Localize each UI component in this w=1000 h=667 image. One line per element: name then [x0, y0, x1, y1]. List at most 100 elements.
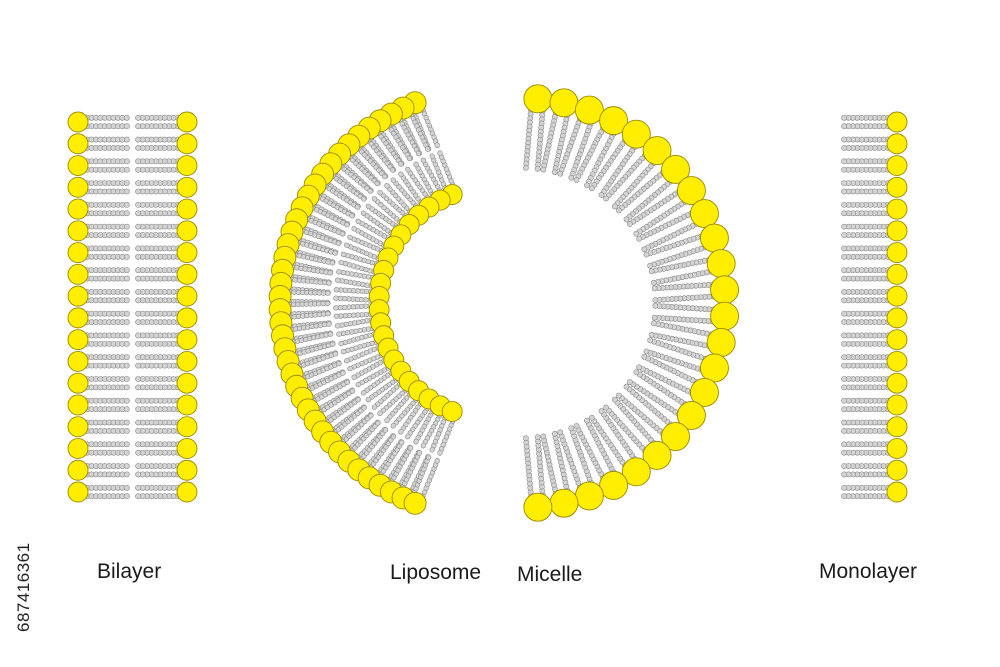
liposome-inner-lipid: [343, 234, 399, 269]
lipid-head: [176, 459, 198, 481]
liposome-outer-lipid: [285, 360, 346, 398]
lipid-head: [549, 488, 579, 518]
bilayer-lipid-left: [67, 394, 130, 416]
lipid-head: [67, 111, 89, 133]
micelle-lipid: [627, 176, 706, 237]
lipid-head: [176, 176, 198, 198]
lipid-head: [176, 111, 198, 133]
liposome-inner-lipid: [371, 370, 420, 417]
bilayer-lipid-right: [135, 133, 198, 155]
lipid-head: [886, 459, 908, 481]
bilayer-lipid-left: [67, 220, 130, 242]
liposome-inner-lipid: [338, 251, 395, 281]
micelle-lipid: [523, 434, 553, 522]
monolayer-lipid: [841, 438, 908, 459]
lipid-head: [176, 394, 198, 416]
lipid-head: [886, 155, 908, 176]
micelle-lipid: [573, 417, 629, 500]
lipid-head: [176, 329, 198, 351]
micelle-lipid: [627, 369, 706, 430]
liposome-label: Liposome: [390, 561, 482, 584]
bilayer-lipid-right: [135, 111, 198, 133]
lipid-head: [67, 242, 89, 264]
liposome-outer-lipid: [403, 454, 440, 515]
bilayer-lipid-left: [67, 133, 130, 155]
lipid-head: [441, 401, 463, 422]
micelle-lipid: [651, 301, 740, 331]
monolayer-lipid: [841, 459, 908, 481]
micelle-lipid: [615, 383, 690, 451]
monolayer-lipid: [841, 111, 908, 133]
bilayer-lipid-left: [67, 307, 130, 329]
micelle-lipid: [589, 408, 651, 487]
monolayer-lipid: [841, 329, 908, 351]
liposome-inner-lipid: [338, 325, 395, 355]
lipid-head: [886, 176, 908, 198]
micelle-lipid: [615, 154, 690, 223]
lipid-head: [886, 394, 908, 416]
lipid-head: [642, 441, 672, 470]
bilayer-lipid-right: [135, 263, 198, 285]
liposome-inner-lipid: [334, 312, 392, 337]
bilayer-lipid-right: [135, 220, 198, 242]
liposome-outer-lipid: [403, 91, 440, 152]
lipid-head: [574, 95, 604, 125]
bilayer-lipid-right: [135, 416, 198, 438]
lipid-head: [574, 481, 604, 511]
monolayer-lipid: [841, 133, 908, 155]
bilayer-lipid-right: [135, 242, 198, 264]
lipid-head: [67, 481, 89, 503]
monolayer-lipid: [841, 198, 908, 220]
lipid-head: [176, 307, 198, 329]
micelle-lipid: [557, 425, 604, 511]
monolayer-lipid: [841, 263, 908, 285]
monolayer-lipid: [841, 307, 908, 329]
lipid-head: [67, 459, 89, 481]
lipid-head: [710, 301, 740, 331]
lipid-head: [67, 263, 89, 285]
lipid-head: [886, 329, 908, 351]
lipid-head: [661, 154, 690, 184]
lipid-head: [176, 285, 198, 307]
micelle-lipid: [603, 396, 672, 470]
lipid-head: [67, 329, 89, 351]
liposome-inner-lipid: [398, 166, 440, 218]
lipid-head: [886, 307, 908, 329]
stock-id-value: 687416361: [14, 542, 33, 632]
lipid-head: [67, 220, 89, 242]
liposome-inner-lipid: [429, 401, 463, 456]
lipid-head: [886, 438, 908, 459]
bilayer-label: Bilayer: [97, 560, 162, 583]
lipid-head: [706, 249, 736, 279]
bilayer-lipid-right: [135, 329, 198, 351]
bilayer-lipid-right: [135, 372, 198, 394]
bilayer-lipid-left: [67, 285, 130, 307]
lipid-head: [67, 438, 89, 459]
lipid-head: [176, 350, 198, 372]
liposome-inner-lipid: [351, 349, 405, 388]
lipid-head: [176, 481, 198, 503]
bilayer-lipid-left: [67, 155, 130, 176]
micelle-lipid: [589, 119, 651, 198]
lipid-head: [710, 275, 740, 305]
lipid-head: [176, 372, 198, 394]
bilayer-lipid-left: [67, 438, 130, 459]
bilayer-lipid-right: [135, 350, 198, 372]
lipid-head: [599, 106, 629, 136]
micelle-lipid: [540, 430, 579, 518]
monolayer-lipid: [841, 220, 908, 242]
lipid-head: [621, 119, 651, 149]
lipid-head: [886, 285, 908, 307]
lipid-head: [699, 223, 729, 253]
bilayer-structure: [67, 111, 198, 503]
monolayer-lipid: [841, 372, 908, 394]
bilayer-lipid-right: [135, 198, 198, 220]
lipid-head: [176, 263, 198, 285]
lipid-head: [67, 372, 89, 394]
bilayer-lipid-left: [67, 198, 130, 220]
monolayer-lipid: [841, 285, 908, 307]
lipid-head: [886, 133, 908, 155]
lipid-head: [67, 285, 89, 307]
monolayer-lipid: [841, 481, 908, 503]
